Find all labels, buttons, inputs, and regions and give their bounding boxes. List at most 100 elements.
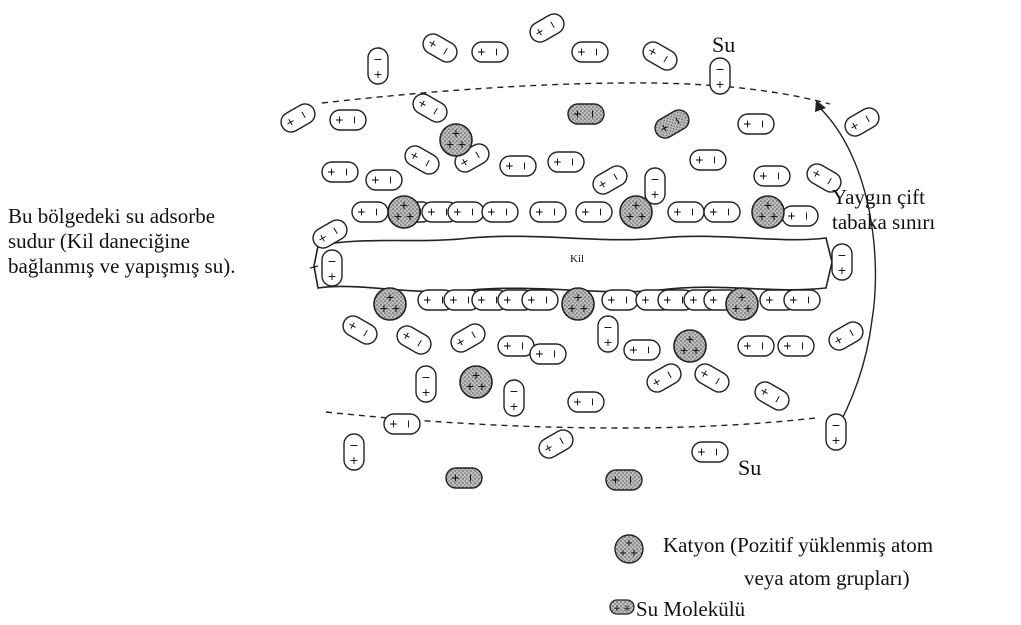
svg-text:−: − bbox=[566, 157, 579, 166]
water-molecule: −+ bbox=[366, 170, 402, 190]
water-molecule: −+ bbox=[738, 336, 774, 356]
cation: +++ bbox=[674, 330, 706, 362]
svg-text:+: + bbox=[349, 454, 358, 467]
water-molecule: −+ bbox=[598, 316, 618, 352]
water-molecule: −+ bbox=[530, 344, 566, 364]
cation: +++ bbox=[620, 196, 652, 228]
svg-text:−: − bbox=[650, 173, 659, 186]
svg-text:+: + bbox=[785, 211, 798, 220]
water-molecule: −+ bbox=[826, 414, 846, 450]
svg-text:−: − bbox=[756, 119, 769, 128]
svg-text:+: + bbox=[571, 109, 584, 118]
svg-text:−: − bbox=[327, 255, 336, 268]
svg-text:+: + bbox=[741, 341, 754, 350]
svg-text:+: + bbox=[625, 210, 634, 223]
water-molecule: −+ bbox=[500, 156, 536, 176]
svg-text:+: + bbox=[769, 210, 778, 223]
water-molecule: −+ bbox=[751, 378, 792, 413]
svg-text:+: + bbox=[451, 207, 464, 216]
svg-text:+: + bbox=[743, 302, 752, 315]
water-molecule: −+ bbox=[668, 202, 704, 222]
svg-text:+: + bbox=[707, 295, 720, 304]
svg-text:−: − bbox=[756, 341, 769, 350]
svg-text:−: − bbox=[509, 385, 518, 398]
svg-text:+: + bbox=[650, 188, 659, 201]
svg-text:+: + bbox=[501, 341, 514, 350]
cation: +++ bbox=[388, 196, 420, 228]
water-molecule: −+ bbox=[472, 42, 508, 62]
water-molecule: −+ bbox=[754, 166, 790, 186]
water-molecule: −+ bbox=[691, 360, 732, 395]
svg-text:+: + bbox=[603, 336, 612, 349]
water-molecule: −+ bbox=[498, 336, 534, 356]
cation: +++ bbox=[726, 288, 758, 320]
svg-text:+: + bbox=[579, 302, 588, 315]
svg-text:+: + bbox=[405, 210, 414, 223]
svg-text:−: − bbox=[590, 47, 603, 56]
legend-water-label: Su Molekülü bbox=[636, 597, 745, 621]
svg-text:−: − bbox=[586, 109, 599, 118]
water-molecule: −+ bbox=[568, 104, 604, 124]
boundary-label: Yaygın çift tabaka sınırı bbox=[832, 185, 935, 235]
svg-text:+: + bbox=[325, 167, 338, 176]
water-molecule: −+ bbox=[526, 10, 567, 45]
svg-text:−: − bbox=[837, 249, 846, 262]
svg-text:−: − bbox=[603, 321, 612, 334]
svg-text:−: − bbox=[620, 295, 633, 304]
svg-text:+: + bbox=[327, 270, 336, 283]
svg-text:+: + bbox=[457, 138, 466, 151]
svg-text:−: − bbox=[710, 447, 723, 456]
svg-text:+: + bbox=[533, 349, 546, 358]
svg-text:−: − bbox=[548, 349, 561, 358]
svg-text:+: + bbox=[379, 302, 388, 315]
water-molecule: −+ bbox=[384, 414, 420, 434]
svg-text:+: + bbox=[503, 161, 516, 170]
svg-text:+: + bbox=[757, 171, 770, 180]
water-molecule: −+ bbox=[572, 42, 608, 62]
legend-cation-label: Katyon (Pozitif yüklenmiş atom bbox=[663, 533, 933, 557]
svg-text:+: + bbox=[757, 210, 766, 223]
svg-text:+: + bbox=[533, 207, 546, 216]
svg-text:−: − bbox=[715, 63, 724, 76]
svg-text:+: + bbox=[393, 210, 402, 223]
cation: +++ bbox=[440, 124, 472, 156]
svg-text:−: − bbox=[594, 207, 607, 216]
water-molecule: −+ bbox=[645, 168, 665, 204]
svg-text:+: + bbox=[421, 386, 430, 399]
svg-text:+: + bbox=[741, 119, 754, 128]
svg-text:−: − bbox=[466, 207, 479, 216]
svg-text:−: − bbox=[540, 295, 553, 304]
svg-text:+: + bbox=[679, 344, 688, 357]
clay-label: Kil bbox=[570, 253, 584, 266]
water-molecule: −+ bbox=[330, 110, 366, 130]
svg-text:−: − bbox=[802, 295, 815, 304]
water-molecule: −+ bbox=[651, 106, 692, 141]
svg-text:+: + bbox=[715, 78, 724, 91]
svg-text:+: + bbox=[475, 295, 488, 304]
water-molecule: −+ bbox=[690, 150, 726, 170]
svg-text:−: − bbox=[722, 207, 735, 216]
water-molecule: −+ bbox=[589, 162, 630, 197]
water-molecule: −+ bbox=[339, 312, 380, 347]
svg-text:+: + bbox=[731, 302, 740, 315]
svg-text:+: + bbox=[571, 397, 584, 406]
svg-text:+: + bbox=[387, 419, 400, 428]
svg-text:−: − bbox=[348, 115, 361, 124]
svg-text:−: − bbox=[796, 341, 809, 350]
svg-text:+: + bbox=[355, 207, 368, 216]
svg-text:+: + bbox=[477, 380, 486, 393]
water-molecule: −+ bbox=[841, 104, 882, 139]
svg-text:−: − bbox=[370, 207, 383, 216]
svg-text:+: + bbox=[671, 207, 684, 216]
svg-text:+: + bbox=[525, 295, 538, 304]
water-molecule: −+ bbox=[344, 434, 364, 470]
adsorbed-label-line-3: bağlanmış ve yapışmış su). bbox=[8, 254, 235, 279]
water-molecule: −+ bbox=[825, 318, 866, 353]
svg-text:−: − bbox=[516, 341, 529, 350]
water-molecule: −+ bbox=[368, 48, 388, 84]
water-molecule: −+ bbox=[530, 202, 566, 222]
svg-text:+: + bbox=[831, 434, 840, 447]
svg-text:+: + bbox=[613, 604, 621, 614]
water-molecule: −+ bbox=[322, 250, 342, 286]
